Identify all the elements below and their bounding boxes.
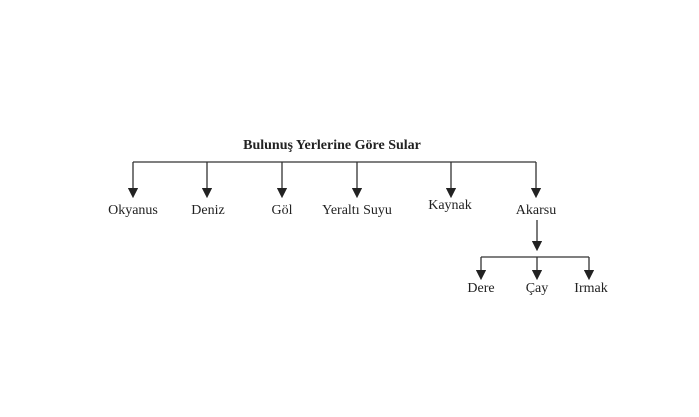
node-okyanus: Okyanus [108,203,158,218]
node-cay: Çay [525,281,549,296]
diagram-title: Bulunuş Yerlerine Göre Sular [243,138,421,153]
node-kaynak: Kaynak [428,198,472,213]
node-yeralti-suyu: Yeraltı Suyu [322,203,392,218]
node-dere: Dere [467,281,495,296]
node-akarsu: Akarsu [515,203,557,218]
node-deniz: Deniz [191,203,225,218]
node-gol: Göl [271,203,293,218]
node-irmak: Irmak [574,281,608,296]
